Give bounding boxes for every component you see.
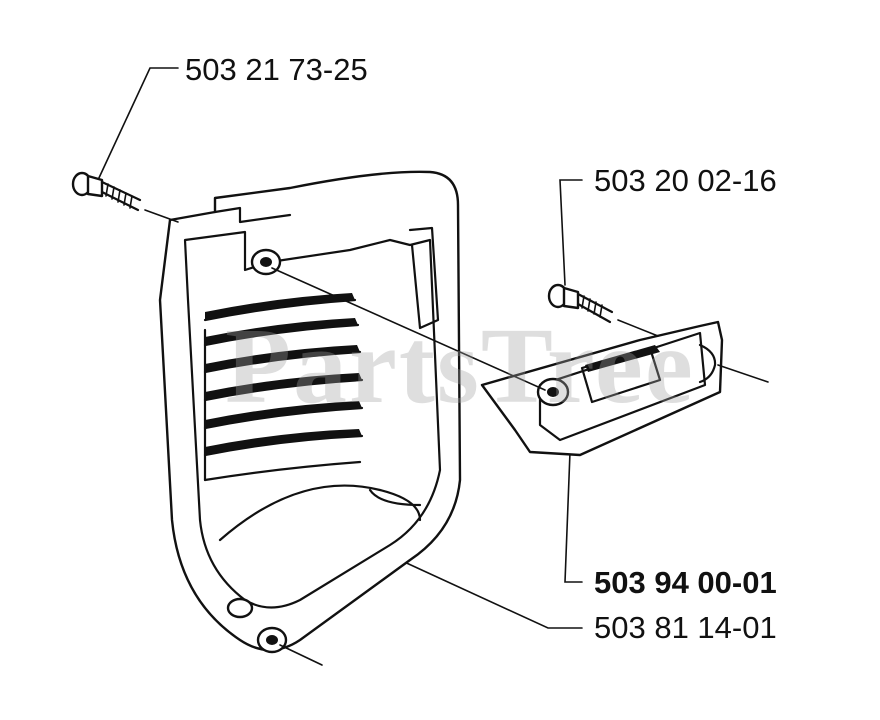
label-screw-large: 503 21 73-25 [185,52,368,87]
leader-screw-small [559,179,583,286]
screw-small [547,283,614,324]
label-inner-cover: 503 81 14-01 [594,610,777,645]
axis-line-1 [144,209,179,223]
label-screw-small: 503 20 02-16 [594,163,777,198]
axis-line-4 [717,364,769,383]
axis-line-2 [271,267,546,391]
axis-line-5 [279,644,323,666]
screw-large [71,171,142,212]
label-cover: 503 94 00-01 [594,565,777,600]
cover-plate [158,170,462,654]
leader-cover [564,451,583,583]
axis-line-3 [617,319,659,337]
small-cover [480,320,724,457]
leader-screw-large [97,67,179,181]
leader-inner-cover [399,559,583,629]
